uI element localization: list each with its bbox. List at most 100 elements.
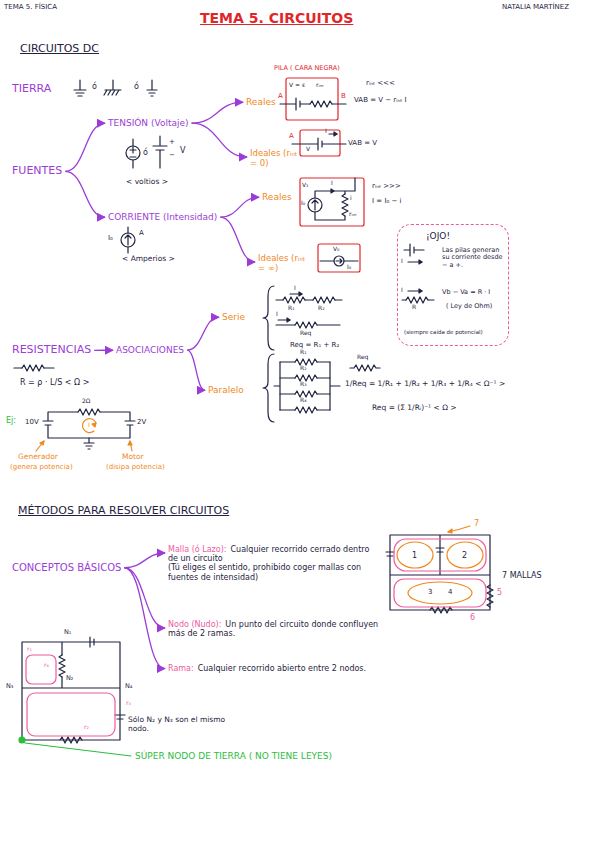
resistor-symbol bbox=[14, 365, 54, 371]
note-label: B bbox=[341, 92, 346, 100]
note-label: Req = (Σ 1/Rᵢ)⁻¹ < Ω > bbox=[372, 404, 457, 413]
map-arrow bbox=[192, 123, 247, 157]
mesh-circuit bbox=[390, 535, 490, 610]
note-label: R₁ bbox=[300, 349, 307, 356]
note-label: 3 bbox=[428, 588, 432, 596]
mesh-circuit bbox=[397, 542, 433, 568]
map-arrow bbox=[94, 350, 113, 351]
series-bracket bbox=[263, 286, 274, 350]
mesh-circuit bbox=[408, 582, 472, 604]
real-current-source-symbol bbox=[308, 198, 322, 212]
note-label: 1/Req = 1/R₁ + 1/R₂ + 1/R₃ + 1/R₄ < Ω⁻¹ … bbox=[345, 380, 505, 389]
node-text: (Tú eliges el sentido, prohibido coger m… bbox=[168, 563, 376, 581]
note-label: < Amperios > bbox=[122, 255, 175, 264]
note-label: V = ε bbox=[289, 82, 305, 89]
node-text: Rama: bbox=[168, 664, 194, 673]
note-label: rᵢₙₜ bbox=[316, 82, 324, 89]
note-label: Generador bbox=[18, 453, 58, 462]
node-text: Reales bbox=[262, 192, 292, 202]
note-label: I bbox=[331, 180, 333, 187]
real-current-source-symbol bbox=[300, 178, 364, 226]
note-label: Sólo N₂ y N₃ son el mismo nodo. bbox=[128, 716, 228, 733]
note-label: I bbox=[276, 311, 278, 318]
note-text: (siempre caída de potencial) bbox=[404, 329, 506, 335]
map-arrow bbox=[192, 102, 243, 123]
note-label: R = ρ · L/S < Ω > bbox=[20, 378, 89, 387]
note-label: A bbox=[289, 132, 294, 140]
note-label: TIERRA bbox=[12, 83, 51, 96]
note-label: VAB = V − rᵢₙₜ I bbox=[354, 96, 407, 104]
note-label: I₀ bbox=[301, 200, 305, 207]
real-current-source-symbol bbox=[300, 178, 364, 226]
voltage-source-symbol bbox=[126, 136, 167, 168]
ideal-current-source-symbol bbox=[320, 259, 358, 263]
note-label: r₁ bbox=[27, 646, 32, 653]
illustration bbox=[14, 78, 493, 756]
real-current-source-symbol bbox=[331, 189, 334, 193]
ideal-current-source-symbol bbox=[318, 244, 360, 272]
map-arrow bbox=[220, 197, 259, 217]
note-label: I bbox=[294, 285, 296, 292]
real-battery-symbol bbox=[286, 78, 338, 120]
resistor-symbol bbox=[22, 365, 44, 371]
node-text: Reales bbox=[246, 97, 276, 107]
ojo-symbols bbox=[402, 244, 434, 303]
note-label: R₃ bbox=[300, 381, 307, 388]
note-label: 7 MALLAS bbox=[502, 571, 542, 580]
note-label: r₄ bbox=[44, 662, 49, 669]
note-label: N₃ bbox=[6, 683, 13, 690]
definition-text: Rama: Cualquier recorrido abierto entre 2… bbox=[168, 664, 383, 673]
ojo-symbols bbox=[419, 260, 422, 293]
node-text: CORRIENTE (Intensidad) bbox=[108, 212, 217, 222]
note-label: I bbox=[401, 287, 403, 294]
ideal-battery-symbol bbox=[334, 132, 337, 136]
real-battery-symbol bbox=[280, 78, 346, 120]
node-text: Cualquier recorrido abierto entre 2 nodo… bbox=[198, 664, 366, 673]
mesh-circuit bbox=[394, 539, 486, 571]
series-circuit bbox=[276, 292, 342, 328]
note-label: ó bbox=[134, 82, 139, 91]
note-label: VAB = V bbox=[348, 139, 377, 147]
example-circuit bbox=[83, 419, 96, 433]
map-arrow bbox=[124, 568, 165, 669]
ojo-symbols bbox=[406, 297, 428, 303]
note-label: V bbox=[180, 146, 185, 155]
note-label: PILA ( CARA NEGRA) bbox=[274, 65, 340, 72]
note-label: 4 bbox=[448, 588, 452, 596]
definition-text: Nodo (Nudo):Un punto del circuito donde … bbox=[168, 620, 380, 638]
parallel-circuit bbox=[280, 362, 330, 410]
current-source-symbol bbox=[121, 227, 135, 253]
note-label: R bbox=[412, 304, 416, 311]
note-label: 2Ω bbox=[82, 398, 90, 405]
map-leaf: Serie bbox=[222, 312, 245, 322]
node-text: FUENTES bbox=[12, 165, 62, 178]
map-leaf: Paralelo bbox=[208, 385, 244, 395]
node-text: CONCEPTOS BÁSICOS bbox=[12, 562, 121, 574]
note-label: 2 bbox=[462, 551, 467, 560]
node-text: TENSIÓN (Voltaje) bbox=[108, 118, 189, 128]
note-label: 10V bbox=[25, 418, 39, 426]
note-label: V bbox=[306, 146, 310, 153]
map-arrow bbox=[187, 350, 205, 390]
map-leaf: Ideales (rᵢₙₜ = ∞) bbox=[258, 254, 310, 274]
note-label: V₁ bbox=[302, 182, 309, 189]
note-label: Motor bbox=[122, 453, 144, 462]
node-text: Serie bbox=[222, 312, 245, 322]
note-label: N₁ bbox=[64, 629, 71, 636]
node-text: Nodo (Nudo): bbox=[168, 620, 221, 629]
node-circuit bbox=[90, 637, 125, 719]
note-label: I bbox=[88, 422, 90, 429]
parallel-circuit bbox=[295, 359, 317, 413]
note-text: Vb − Va = R · I bbox=[442, 289, 504, 296]
note-label: − bbox=[169, 151, 175, 159]
map-arrow bbox=[65, 171, 105, 217]
note-label: I₀ bbox=[347, 264, 351, 271]
note-label: i bbox=[350, 195, 352, 202]
parallel-bracket bbox=[263, 354, 274, 422]
map-arrow bbox=[220, 217, 255, 262]
note-label: Ej: bbox=[6, 416, 16, 425]
node-circuit bbox=[59, 655, 65, 677]
note-label: (disipa potencia) bbox=[106, 463, 165, 471]
note-label: R₄ bbox=[300, 397, 307, 404]
